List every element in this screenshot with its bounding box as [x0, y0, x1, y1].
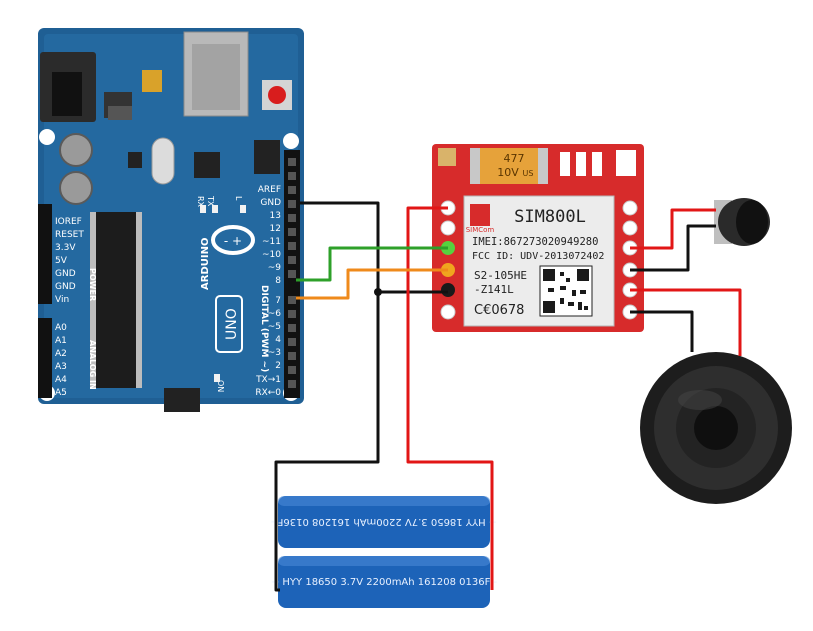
pin-rx0: RX←0 [255, 388, 281, 398]
pin-8: 8 [275, 276, 281, 286]
reset-button [268, 86, 286, 104]
qr-code [539, 265, 593, 317]
pin-a3: A3 [55, 362, 67, 372]
pin-a2: A2 [55, 349, 67, 359]
pin-3: ~3 [268, 348, 281, 358]
analog-header [38, 318, 52, 398]
pin-2: 2 [275, 361, 281, 371]
pin-9: ~9 [268, 263, 282, 273]
pin-10: ~10 [262, 250, 281, 260]
battery-pack: + HYY 18650 3.7V 2200mAh 161208 0136F - … [270, 496, 498, 608]
rx-label: RX [196, 196, 205, 208]
wire-gnd-battery [274, 201, 380, 592]
wire-junction [374, 288, 382, 296]
sim800l-module: 477 10V US SIMCom SIM800L IMEI:867273020… [432, 144, 644, 332]
logo-text: - + [224, 234, 242, 248]
icsp-header [254, 140, 280, 174]
tx-label: TX [206, 195, 215, 207]
pin-tx1: TX→1 [255, 375, 281, 385]
ce-mark: C€0678 [474, 303, 524, 318]
microphone [714, 198, 770, 246]
atmega-chip [96, 212, 136, 388]
analog-label: ANALOG IN [88, 340, 97, 390]
fcc-text: FCC ID: UDV-2013072402 [472, 251, 604, 262]
pin-aref: AREF [258, 185, 281, 195]
pin-gnd: GND [260, 198, 281, 208]
cap-label-3: US [523, 169, 534, 178]
pin-7: 7 [275, 296, 281, 306]
wire-speaker-positive [630, 288, 742, 356]
cap-label-1: 477 [504, 152, 525, 165]
pin-13: 13 [270, 211, 281, 221]
wire-pin8-rxd [296, 246, 448, 282]
battery-label-2: + HYY 18650 3.7V 2200mAh 161208 0136F - [271, 577, 498, 588]
pin-vin: Vin [55, 295, 69, 305]
brand-label: ARDUINO [200, 238, 211, 290]
pin-4: 4 [275, 335, 281, 345]
pin-5: ~5 [268, 322, 281, 332]
pin-6: ~6 [268, 309, 282, 319]
digital-label: DIGITAL (PWM ~) [259, 285, 269, 372]
model-label: UNO [224, 308, 240, 340]
sim-pin-gnd [441, 283, 455, 297]
simcom-brand: SIMCom [466, 226, 495, 234]
capacitor-1 [59, 133, 93, 167]
arduino-logo [211, 225, 255, 255]
tantalum-capacitor [470, 148, 548, 184]
sim800l-model: SIM800L [514, 207, 586, 227]
pin-3v3: 3.3V [55, 243, 76, 253]
power-header [38, 204, 52, 304]
wire-mic-negative [630, 224, 716, 272]
wire-mic-positive [630, 208, 716, 250]
pin-gnd-2: GND [55, 282, 76, 292]
pin-gnd-1: GND [55, 269, 76, 279]
arduino-uno-board: - + ARDUINO UNO AREF GND 13 12 ~11 ~10 ~… [38, 28, 304, 412]
power-label: POWER [88, 268, 97, 301]
pin-ioref: IOREF [55, 217, 82, 227]
pin-a4: A4 [55, 375, 67, 385]
pin-reset: RESET [55, 230, 84, 240]
pin-12: 12 [270, 224, 281, 234]
antenna-connector [438, 148, 456, 166]
pin-5v: 5V [55, 256, 68, 266]
part-number-2: -Z141L [474, 283, 514, 296]
imei-text: IMEI:867273020949280 [472, 236, 598, 248]
battery-cell-2 [278, 556, 490, 608]
battery-label-1: + HYY 18650 3.7V 2200mAh 161208 0136F - [270, 516, 497, 527]
battery-cell-1 [278, 496, 490, 548]
wire-pin7-txd [296, 268, 448, 300]
on-label: ON [216, 380, 225, 392]
part-number-1: S2-105HE [474, 269, 527, 282]
wire-speaker-negative [630, 310, 694, 352]
pin-a0: A0 [55, 323, 67, 333]
wire-vcc-battery [406, 206, 494, 590]
cap-label-2: 10V [497, 166, 519, 179]
capacitor-2 [59, 171, 93, 205]
l-label: L [234, 196, 243, 201]
pin-a5: A5 [55, 388, 67, 398]
speaker [640, 352, 792, 504]
pin-11: ~11 [262, 237, 281, 247]
pin-a1: A1 [55, 336, 67, 346]
